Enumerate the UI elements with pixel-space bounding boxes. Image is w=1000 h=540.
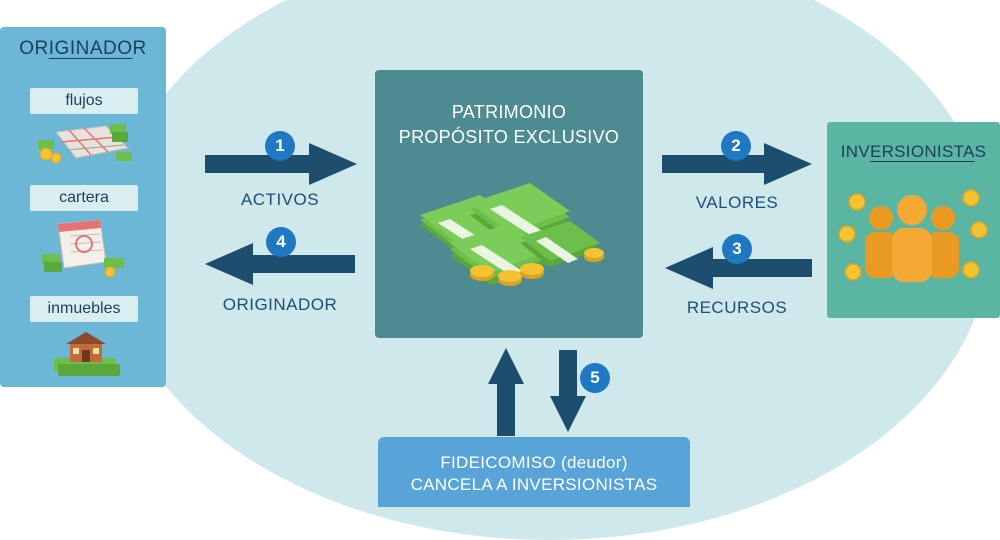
arrow-label-originador: ORIGINADOR (222, 295, 338, 314)
item-label-inmuebles: inmuebles (30, 296, 138, 322)
arrow-1-right (205, 143, 357, 185)
house-cash-icon (54, 332, 120, 376)
item-label-flujos: flujos (30, 88, 138, 114)
center-title-line2: PROPÓSITO EXCLUSIVO (398, 127, 620, 147)
money-stack-icon (420, 183, 604, 286)
step-badge-3: 3 (722, 234, 752, 264)
step-badge-5: 5 (580, 363, 610, 393)
arrow-3-left (665, 247, 812, 289)
arrow-4-left (205, 243, 355, 285)
arrow-5-up (488, 348, 524, 436)
arrow-label-valores: VALORES (695, 193, 779, 212)
fideicomiso-line2: CANCELA A INVERSIONISTAS (410, 475, 658, 494)
item-label-cartera: cartera (30, 185, 138, 211)
cash-map-icon (38, 124, 132, 164)
arrow-2-right (662, 143, 812, 185)
people-coins-icon (838, 189, 988, 282)
fideicomiso-line1: FIDEICOMISO (deudor) (440, 453, 628, 472)
fideicomiso-panel (378, 437, 690, 507)
step-badge-1: 1 (265, 131, 295, 161)
step-badge-4: 4 (266, 227, 296, 257)
fideicomiso-text: FIDEICOMISO (deudor) CANCELA A INVERSION… (378, 452, 690, 496)
center-title-line1: PATRIMONIO (451, 102, 567, 122)
step-badge-2: 2 (721, 131, 751, 161)
arrow-label-activos: ACTIVOS (240, 190, 320, 209)
calendar-cash-icon (42, 219, 124, 278)
investors-panel-title: INVERSIONISTAS (840, 142, 987, 161)
center-panel-title: PATRIMONIO PROPÓSITO EXCLUSIVO (375, 100, 643, 150)
arrow-label-recursos: RECURSOS (686, 298, 788, 317)
arrow-5-down (550, 350, 586, 432)
originator-panel-title: ORIGINADOR (19, 38, 147, 59)
